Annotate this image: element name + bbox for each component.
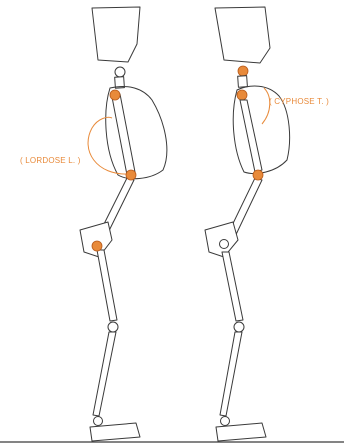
thigh-bone	[222, 252, 243, 321]
thoracic-joint-highlight	[237, 90, 247, 100]
hip-joint-highlight	[92, 241, 102, 251]
lordosis-label: ( LORDOSE L. )	[20, 156, 81, 165]
pelvis	[80, 222, 112, 257]
hip-joint	[220, 240, 229, 249]
spine-bone	[240, 100, 262, 172]
figure-kyphosis: ( CYPHOSE T. )	[205, 7, 329, 441]
pelvis	[205, 222, 238, 257]
spine-bone	[112, 94, 135, 175]
lumbar-joint-highlight	[126, 170, 136, 180]
knee-joint	[234, 322, 244, 332]
neck-bone	[238, 76, 248, 88]
kyphosis-label: ( CYPHOSE T. )	[269, 97, 329, 106]
head	[92, 7, 140, 62]
figure-lordosis: ( LORDOSE L. )	[20, 7, 167, 441]
ankle-joint	[221, 417, 230, 426]
shin-bone	[220, 332, 242, 416]
shin-bone	[93, 332, 116, 416]
kyphosis-arc	[262, 88, 270, 124]
ankle-joint	[94, 417, 103, 426]
knee-joint	[108, 322, 118, 332]
thigh-bone	[97, 250, 117, 321]
head	[215, 7, 270, 63]
upper-neck-joint-highlight	[238, 66, 248, 76]
lumbar-joint-highlight	[253, 170, 263, 180]
cervical-joint-highlight	[110, 90, 120, 100]
neck-joint	[115, 67, 125, 77]
